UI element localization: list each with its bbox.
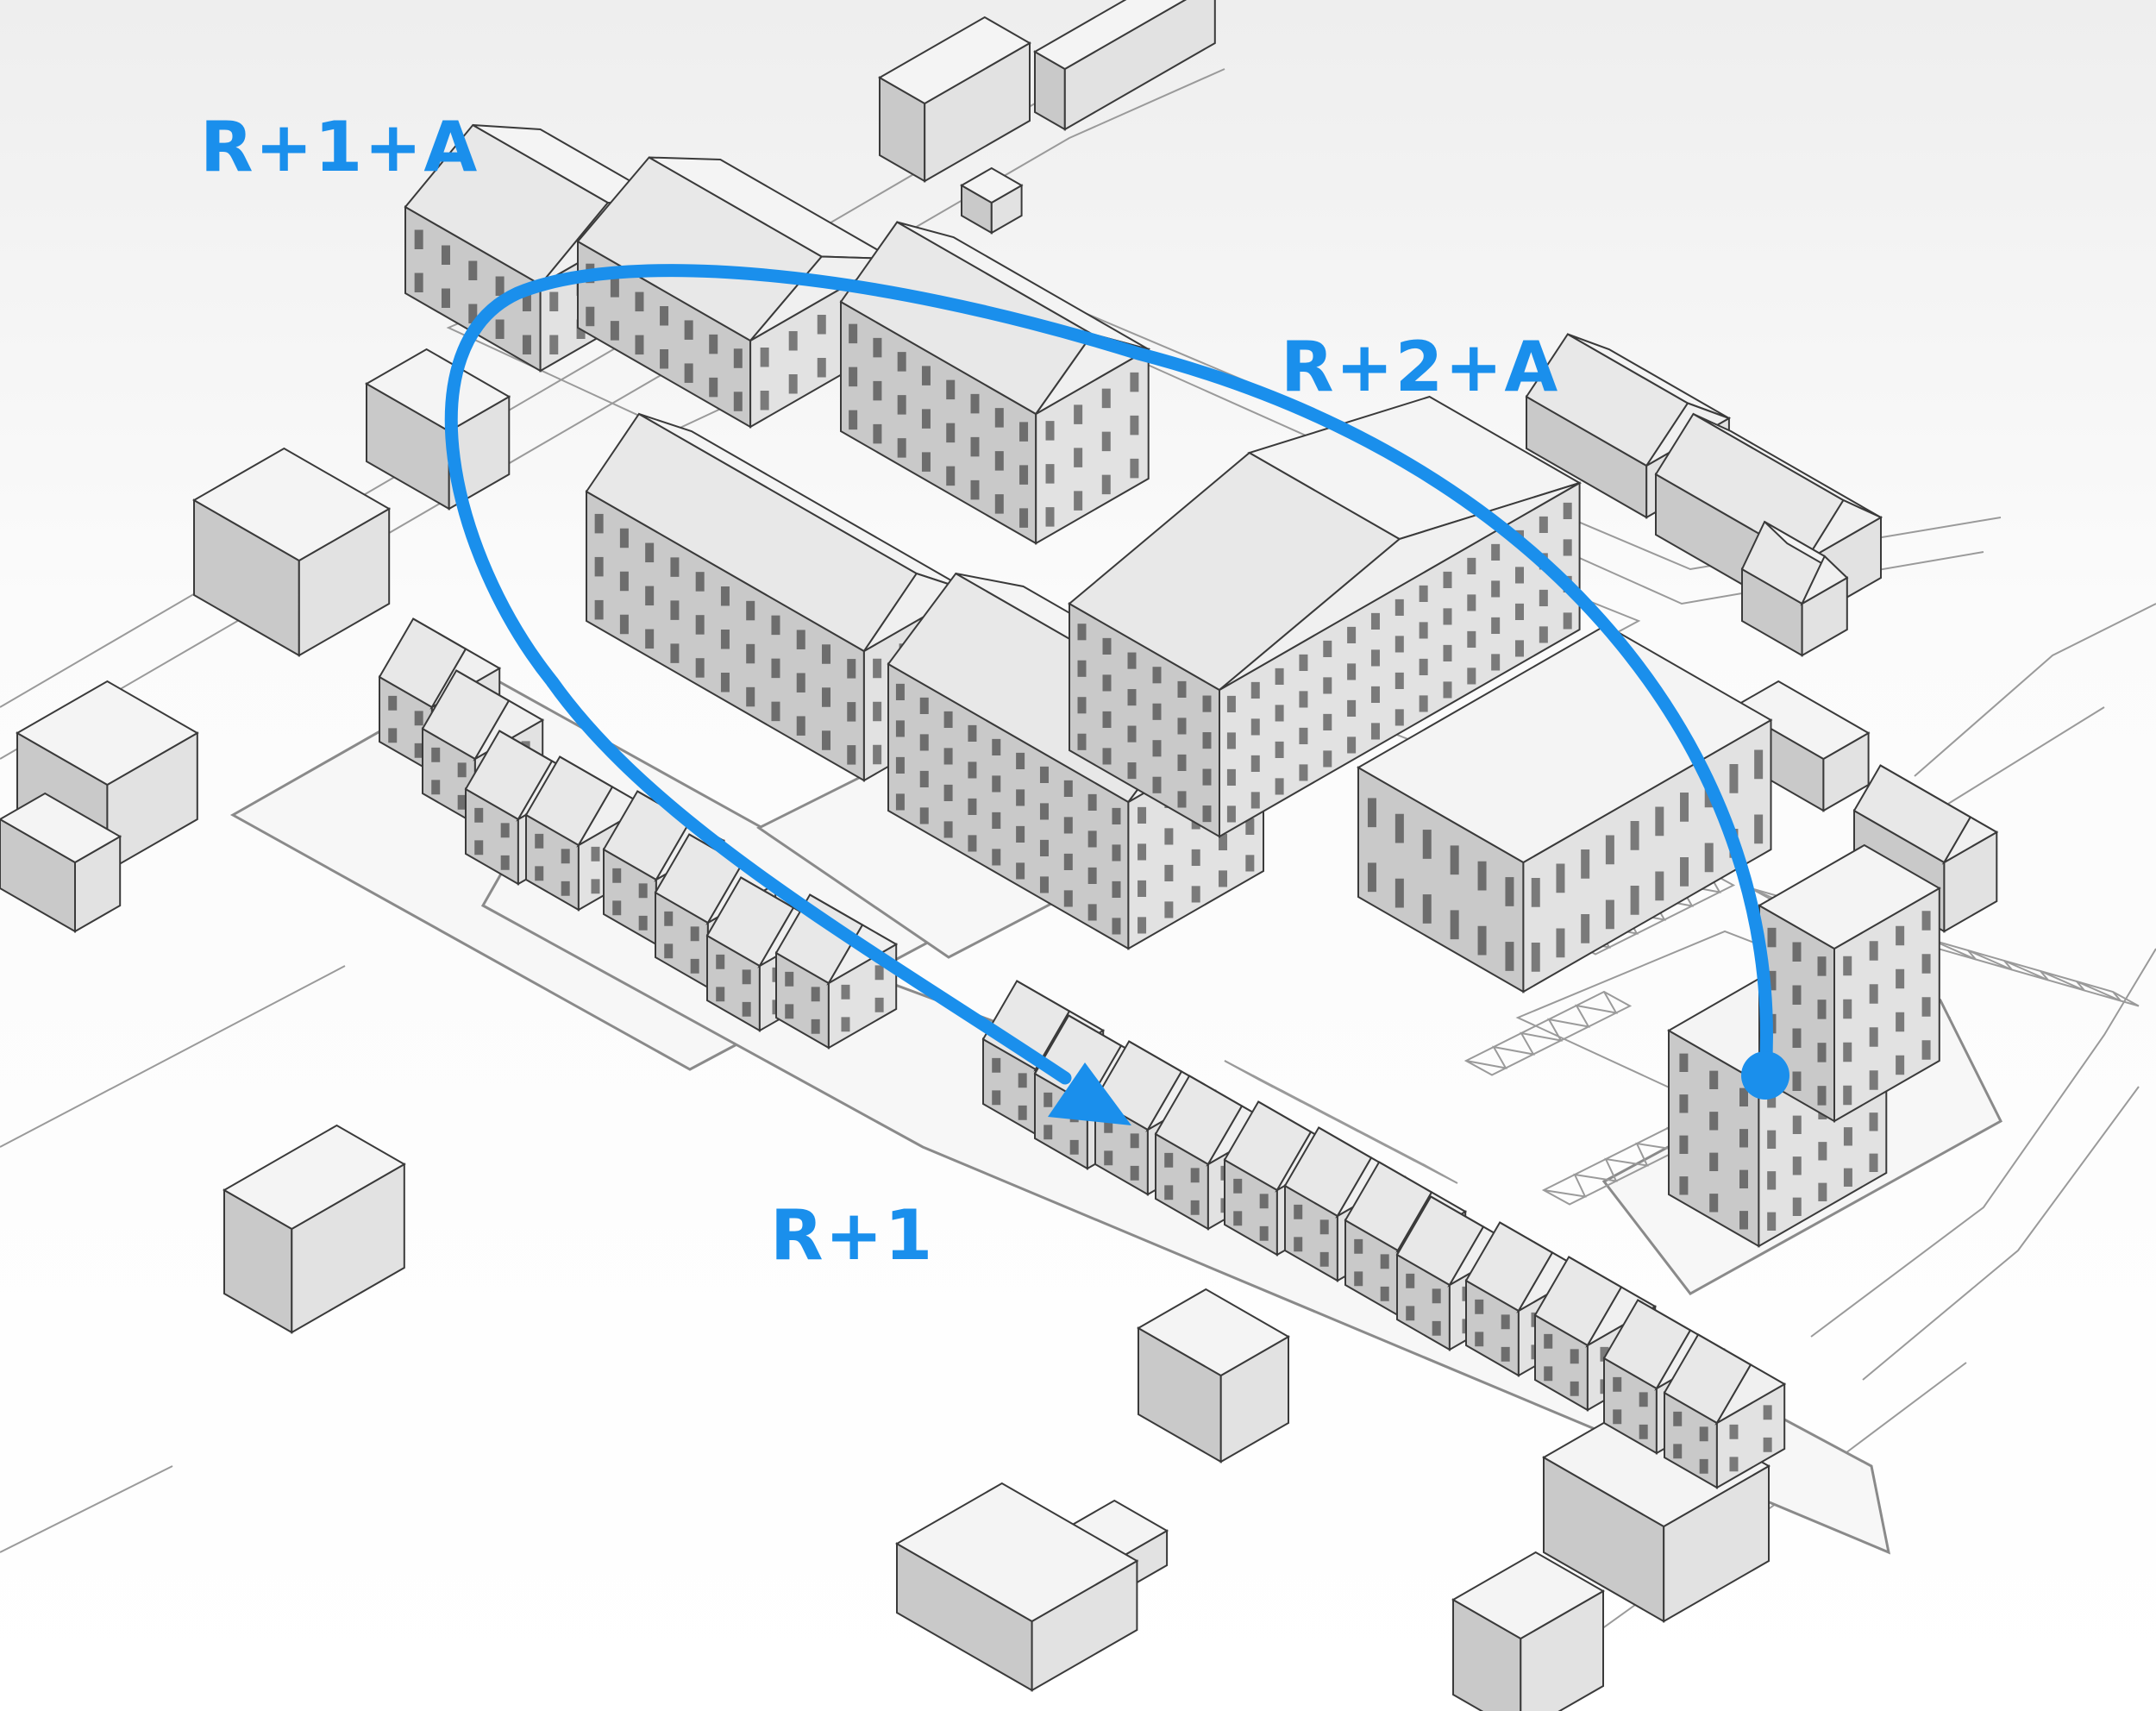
context-building [364, 348, 511, 511]
context-building [894, 1482, 1139, 1692]
height-label-north-west: R+1+A [200, 107, 479, 187]
dot-icon [1741, 1051, 1789, 1100]
circulation-loop-path [444, 264, 1773, 1085]
parking-strip [1463, 990, 1633, 1076]
context-building [1541, 1395, 1771, 1623]
context-building [0, 792, 122, 933]
context-kiosk [959, 166, 1024, 235]
context-building [1032, 0, 1216, 131]
apartment-block-r2a [839, 221, 1151, 545]
context-building [1731, 680, 1871, 812]
context-building [1136, 1288, 1291, 1463]
terraced-house-r1 [774, 893, 899, 1050]
context-building [1451, 1551, 1606, 1711]
context-building [191, 447, 392, 657]
parking-strip [1224, 1060, 1458, 1184]
buildings [0, 0, 1999, 1711]
context-building [877, 16, 1032, 183]
context-building [15, 680, 199, 873]
context-building [1740, 520, 1849, 657]
context-building [222, 1124, 406, 1334]
height-label-south: R+1 [770, 1195, 934, 1275]
height-label-north-east: R+2+A [1281, 327, 1559, 407]
arrowhead-icon [1048, 1062, 1131, 1125]
apartment-block-r2a-east [1757, 843, 1941, 1123]
terraced-house-r1 [1663, 1333, 1787, 1489]
apartment-block-r2a [585, 412, 972, 782]
circulation-loop [444, 264, 1789, 1125]
